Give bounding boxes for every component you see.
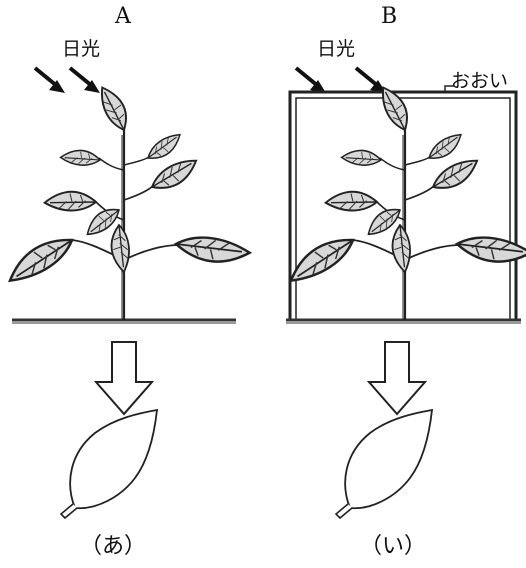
panel-a-sun-arrow-2 [70, 68, 100, 93]
panel-a-ground [12, 320, 236, 323]
panel-a-sun-arrow-1 [35, 68, 65, 93]
panel-b-sun-arrow-1 [296, 68, 326, 93]
panel-b-result-leaf [336, 410, 432, 518]
panel-a-process-arrow [96, 342, 152, 414]
panel-a-plant [2, 84, 250, 320]
panel-b-ground [286, 320, 521, 323]
panel-b-plant [283, 84, 526, 320]
panel-a-result-leaf [61, 410, 157, 518]
panel-b-sun-arrow-2 [356, 68, 386, 93]
panel-b-process-arrow [369, 342, 425, 414]
